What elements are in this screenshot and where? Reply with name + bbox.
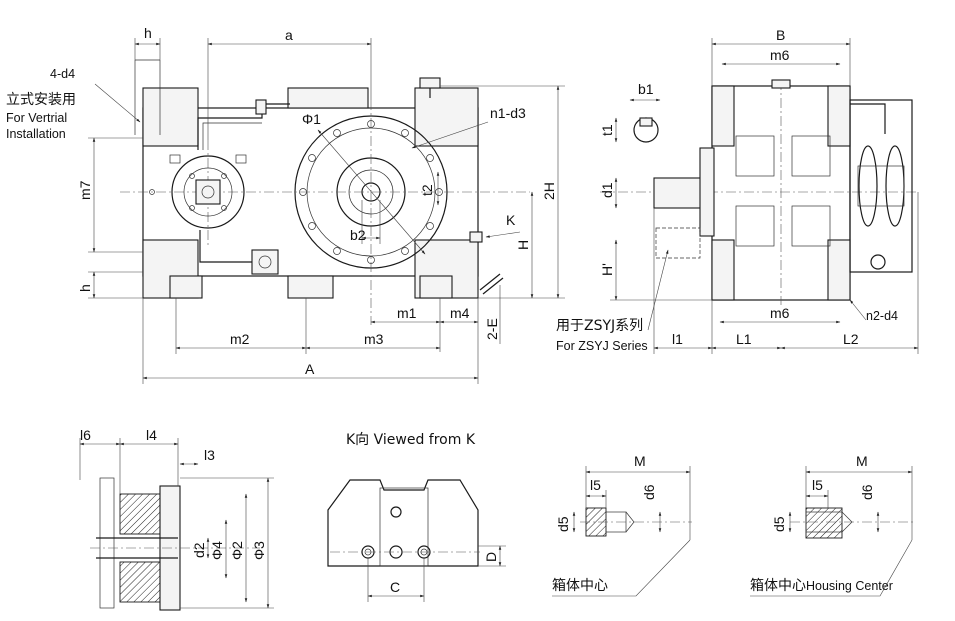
lube-pipe	[197, 103, 290, 150]
zsyj-series-en: For ZSYJ Series	[556, 339, 648, 353]
dim-m2: m2	[230, 331, 250, 347]
housing-center-en: Housing Center	[806, 579, 893, 593]
coupling-section-detail: l6 l4 l3 d2 Φ4 Φ2 Φ3	[79, 427, 274, 611]
breather-cap	[419, 77, 441, 89]
dim-L1: L1	[736, 331, 752, 347]
dim-2h: 2H	[541, 182, 557, 200]
dim-M-right: M	[856, 453, 868, 469]
input-flange	[171, 155, 245, 229]
side-view: B m6 b1 t1 d1 H' 用于ZSYJ系列 For ZSYJ Serie…	[556, 27, 919, 354]
vertical-install-en-1: For Vertrial	[6, 111, 67, 125]
housing-center-cn-right: 箱体中心	[750, 578, 806, 594]
dim-h-top: h	[144, 25, 152, 41]
dim-m6-bottom: m6	[770, 305, 790, 321]
dim-H: H	[515, 240, 531, 250]
dim-C: C	[390, 579, 400, 595]
dim-l5-right: l5	[812, 477, 823, 493]
dim-n2-d4: n2-d4	[866, 309, 898, 323]
dim-M-left: M	[634, 453, 646, 469]
k-view-outline	[327, 479, 479, 567]
dim-t2: t2	[419, 184, 435, 196]
dim-D: D	[483, 552, 499, 562]
side-motor-assembly	[849, 99, 913, 273]
zsyj-series-cn: 用于ZSYJ系列	[556, 318, 643, 334]
dim-m3: m3	[364, 331, 384, 347]
dim-b1: b1	[638, 81, 654, 97]
dim-h-prime: H'	[599, 263, 615, 276]
bottom-left-foot	[169, 275, 203, 299]
top-middle-boss	[287, 87, 369, 109]
dim-l6: l6	[80, 427, 91, 443]
dim-phi2: Φ2	[229, 541, 245, 560]
dim-2-e: 2-E	[484, 318, 500, 340]
dim-d5-right: d5	[771, 516, 787, 532]
side-port-k	[469, 231, 483, 243]
dim-h-bottom: h	[77, 284, 93, 292]
dim-l4: l4	[146, 427, 157, 443]
dim-phi3: Φ3	[251, 541, 267, 560]
bottom-right-foot	[419, 275, 453, 299]
dim-d5-left: d5	[555, 516, 571, 532]
dim-n1-d3: n1-d3	[490, 105, 526, 121]
bottom-middle-foot	[287, 275, 334, 299]
k-view-detail: K向 Viewed from K C D	[327, 432, 506, 602]
dim-d6-left: d6	[641, 484, 657, 500]
dim-d2: d2	[191, 542, 207, 558]
dim-d6-right: d6	[859, 484, 875, 500]
dim-L2: L2	[843, 331, 859, 347]
bolt-detail-left: M l5 d6 d5 箱体中心	[552, 453, 692, 597]
dim-m4: m4	[450, 305, 470, 321]
dim-t1: t1	[599, 124, 615, 136]
dim-phi1: Φ1	[302, 111, 321, 127]
dim-l1: l1	[672, 331, 683, 347]
dim-m7: m7	[77, 180, 93, 200]
oil-pump	[251, 249, 279, 275]
dim-m1: m1	[397, 305, 417, 321]
front-view: h a 4-d4 立式安装用 For Vertrial Installation…	[6, 25, 565, 384]
dim-4-d4: 4-d4	[50, 67, 75, 81]
label-k: K	[506, 212, 516, 228]
dim-A: A	[305, 361, 315, 377]
dim-m6-top: m6	[770, 47, 790, 63]
dim-phi4: Φ4	[209, 541, 225, 560]
bolt-detail-right: M l5 d6 d5 箱体中心 Housing Center	[750, 453, 916, 597]
vertical-install-en-2: Installation	[6, 127, 66, 141]
dim-l3: l3	[204, 447, 215, 463]
dim-b2: b2	[350, 227, 366, 243]
housing-center-cn-left: 箱体中心	[552, 578, 608, 594]
dim-B: B	[776, 27, 785, 43]
dim-d1: d1	[599, 182, 615, 198]
dim-l5-left: l5	[590, 477, 601, 493]
k-view-title: K向 Viewed from K	[346, 432, 476, 448]
lube-pipe-lower	[199, 230, 252, 263]
vertical-install-cn: 立式安装用	[6, 92, 76, 108]
dim-a: a	[285, 27, 293, 43]
mount-block-top-left	[142, 87, 199, 147]
